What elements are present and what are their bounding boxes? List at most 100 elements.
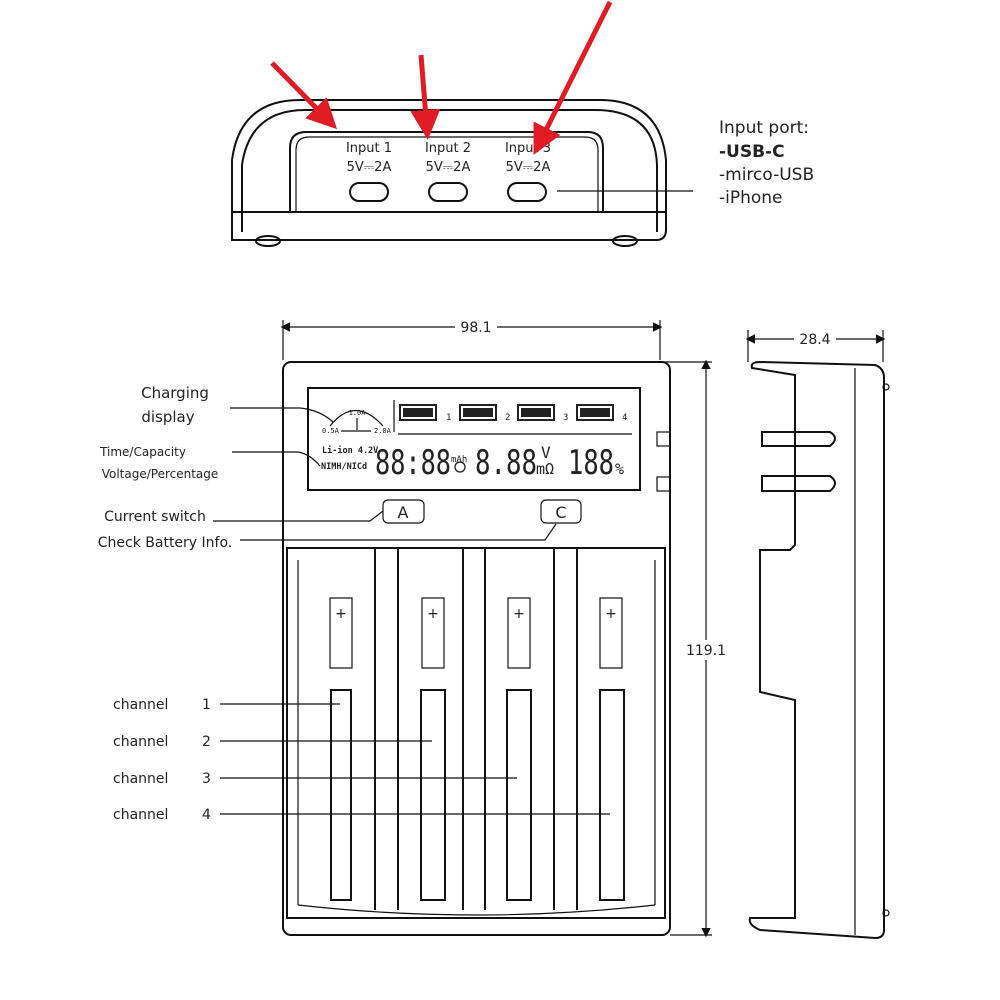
- button-a[interactable]: A: [382, 499, 425, 524]
- lcd-channel-number: 3: [563, 413, 568, 423]
- slot-2: +: [420, 597, 446, 901]
- svg-text:+: +: [427, 606, 439, 622]
- lcd-liion-label: Li-ion 4.2V: [322, 445, 378, 456]
- lcd-mah-unit: mAh: [451, 455, 467, 465]
- callout-time-capacity: Time/Capacity: [99, 445, 186, 459]
- red-arrow-2: [410, 54, 441, 140]
- callout-line: [230, 407, 334, 423]
- battery-polarity-icon: [507, 597, 531, 669]
- svg-text:+: +: [335, 606, 347, 622]
- lcd-percent-digits: 188: [568, 443, 614, 483]
- battery-polarity-icon: [599, 597, 623, 669]
- slot-contact-rail: [330, 689, 352, 901]
- callout-voltage-percentage: Voltage/Percentage: [102, 467, 219, 481]
- slot-contact-rail: [506, 689, 532, 901]
- lcd-channel-number: 4: [622, 413, 627, 423]
- screw: [882, 383, 890, 391]
- button-c-label: C: [555, 503, 566, 522]
- slot-contact-rail: [599, 689, 625, 901]
- button-c[interactable]: C: [540, 499, 582, 524]
- input-port-2: Input 2 5V⎓2A: [425, 141, 471, 202]
- channel-number: 1: [202, 697, 211, 713]
- input-port-3: Input 3 5V⎓2A: [505, 141, 551, 202]
- battery-level-icon: [399, 404, 437, 421]
- top-view: Input 1 5V⎓2A Input 2 5V⎓2A Input 3 5V⎓2…: [231, 0, 814, 247]
- battery-level-icon: [459, 404, 497, 421]
- lcd-channel-number: 2: [505, 413, 510, 423]
- lcd-current-05a: 0.5A: [322, 427, 340, 435]
- battery-polarity-icon: [421, 597, 445, 669]
- input-type-usbc: -USB-C: [719, 142, 785, 162]
- side-notch: [656, 476, 671, 492]
- lcd-percent-unit: %: [615, 460, 624, 478]
- lcd-battery-4: 4: [576, 404, 627, 423]
- port-label: Input 2: [425, 141, 471, 156]
- callout-check-battery: Check Battery Info.: [98, 535, 232, 551]
- lcd-current-2a: 2.0A: [374, 427, 392, 435]
- lcd-channel-number: 1: [446, 413, 451, 423]
- side-button-c: [761, 475, 836, 492]
- channel-number: 2: [202, 734, 211, 750]
- channel-label-3: channel 3: [113, 771, 517, 787]
- button-c-shape[interactable]: [540, 499, 582, 524]
- lcd-volt-unit: V: [541, 443, 551, 462]
- side-view-outline: [748, 360, 885, 940]
- port-panel: [289, 131, 604, 212]
- red-arrow-3: [533, 0, 613, 155]
- callout-current-switch: Current switch: [104, 509, 206, 525]
- port-rating: 5V⎓2A: [506, 160, 551, 175]
- lcd-voltage-digits: 8.88: [475, 443, 537, 483]
- button-a-label: A: [398, 503, 409, 522]
- channel-label-4: channel 4: [113, 807, 610, 823]
- battery-slots: + + + +: [286, 547, 666, 919]
- channel-label-1: channel 1: [113, 697, 340, 713]
- channel-number: 3: [202, 771, 211, 787]
- input-type-micro-usb: -mirco-USB: [719, 165, 814, 185]
- callouts: Charging display Time/Capacity Voltage/P…: [98, 384, 610, 823]
- slot-3: +: [506, 597, 532, 901]
- channel-label: channel: [113, 697, 168, 713]
- lcd-mohm-unit: mΩ: [536, 460, 554, 478]
- battery-fill: [403, 408, 433, 417]
- lcd-battery-2: 2: [459, 404, 510, 423]
- red-arrows: [270, 0, 613, 155]
- channel-label-2: channel 2: [113, 734, 432, 750]
- port-rating: 5V⎓2A: [426, 160, 471, 175]
- lcd-battery-indicators: 1 2 3 4: [399, 404, 627, 423]
- callout-line: [232, 451, 321, 467]
- port-rating: 5V⎓2A: [347, 160, 392, 175]
- side-notch: [656, 431, 671, 447]
- depth-dimension: 28.4: [799, 332, 830, 348]
- battery-fill: [463, 408, 493, 417]
- red-arrow-1: [270, 61, 338, 130]
- callout-charging: Charging: [141, 384, 209, 402]
- callout-display: display: [141, 408, 194, 426]
- slot-bay: [286, 547, 666, 919]
- usb-c-port-icon: [428, 182, 468, 202]
- top-view-outline: [231, 99, 667, 241]
- battery-level-icon: [517, 404, 555, 421]
- channel-label: channel: [113, 807, 168, 823]
- foot-right: [612, 235, 638, 247]
- lcd-nimh-label: NIMH/NICd: [321, 462, 367, 472]
- input-port-legend: Input port: -USB-C -mirco-USB -iPhone: [719, 118, 814, 208]
- lcd-battery-3: 3: [517, 404, 568, 423]
- charger-body: [282, 361, 671, 936]
- usb-c-port-icon: [507, 182, 547, 202]
- input-port-1: Input 1 5V⎓2A: [346, 141, 392, 202]
- slot-1: +: [329, 597, 353, 901]
- top-view-inner-outline: [241, 109, 658, 232]
- channel-label: channel: [113, 771, 168, 787]
- callout-line: [240, 523, 557, 541]
- lcd-battery-1: 1: [399, 404, 451, 423]
- foot-left: [255, 235, 281, 247]
- slot-4: +: [599, 597, 625, 901]
- input-type-iphone: -iPhone: [719, 188, 783, 208]
- side-button-a: [761, 431, 836, 447]
- current-gauge-arc: [329, 410, 384, 427]
- screw: [882, 909, 890, 917]
- svg-text:+: +: [513, 606, 525, 622]
- callout-line: [213, 510, 384, 522]
- lcd-display: 1.0A 0.5A 2.0A 1 2: [307, 387, 641, 491]
